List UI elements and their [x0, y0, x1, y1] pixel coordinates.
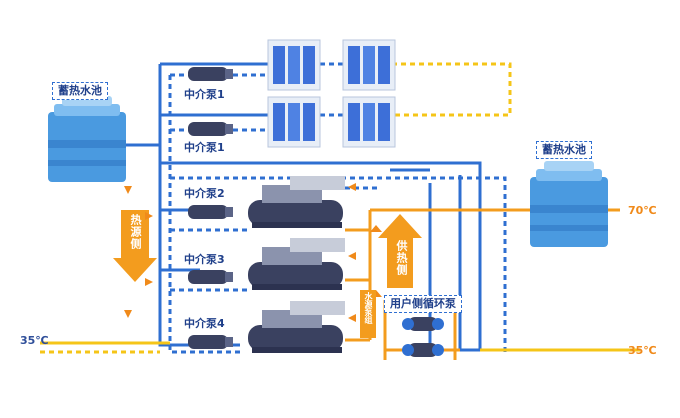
- heat-pump-unit-1: [267, 39, 321, 91]
- yellow-dashed-loop: [392, 62, 512, 117]
- pump-1a: [188, 67, 233, 81]
- heat-supply-side-text: 供热侧: [395, 240, 408, 276]
- water-source-unit-3: [248, 301, 345, 353]
- pump3-label: 中介泵3: [180, 252, 229, 268]
- storage-tank-left: [48, 96, 126, 182]
- pump-1b: [188, 122, 233, 136]
- small-vertical-text: 水源泵组: [364, 292, 373, 324]
- user-pump-1: [402, 317, 444, 331]
- heat-pump-unit-2: [342, 39, 396, 91]
- temp-left-in: 35℃: [20, 334, 49, 347]
- pump-4: [188, 335, 233, 349]
- heat-source-side-text: 热源侧: [129, 214, 142, 250]
- water-source-unit-1: [248, 176, 345, 228]
- pump-2: [188, 205, 233, 219]
- heat-source-arrow: [113, 210, 157, 282]
- pump1a-label: 中介泵1: [180, 87, 229, 103]
- pump2-label: 中介泵2: [180, 186, 229, 202]
- storage-tank-right: [530, 161, 608, 247]
- temp-right-return: 35℃: [628, 344, 657, 357]
- user-pump-2: [402, 343, 444, 357]
- tank-left-label: 蓄热水池: [52, 82, 108, 100]
- small-vertical-box: [360, 290, 376, 338]
- user-pump-label: 用户侧循环泵: [384, 295, 462, 313]
- temp-right-hot: 70℃: [628, 204, 657, 217]
- pump4-label: 中介泵4: [180, 316, 229, 332]
- tank-right-label: 蓄热水池: [536, 141, 592, 159]
- heat-pump-unit-3: [267, 96, 321, 148]
- yellow-pipes: [40, 341, 640, 354]
- pump1b-label: 中介泵1: [180, 140, 229, 156]
- heat-supply-arrow: [378, 214, 422, 288]
- water-source-unit-2: [248, 238, 345, 290]
- heat-pump-unit-4: [342, 96, 396, 148]
- pump-3: [188, 270, 233, 284]
